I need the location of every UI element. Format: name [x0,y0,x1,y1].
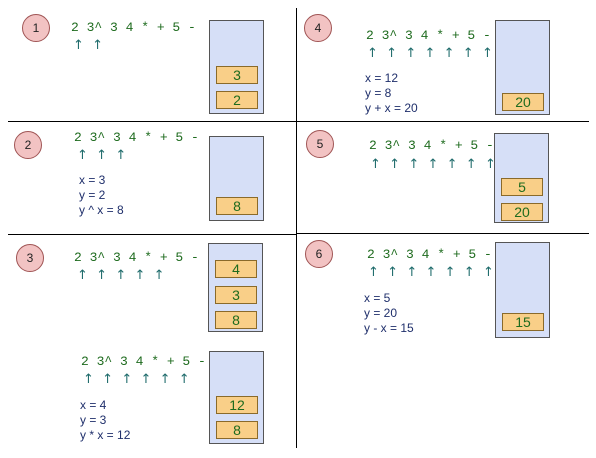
vertical-divider [296,8,297,448]
var-result: y + x = 20 [365,101,418,115]
expression-2: 2 3^ 3 4 * + 5 - [74,130,199,145]
variables-6: x = 5 y = 20 y - x = 15 [364,291,414,336]
stack-cell: 8 [215,311,257,329]
stack-cell: 3 [216,66,258,84]
expression-1: 2 3^ 3 4 * + 5 - [71,20,196,35]
var-result: y ^ x = 8 [79,203,124,217]
stack-2: 8 [209,136,264,221]
stack-cell: 15 [502,313,544,331]
stack-cell: 8 [216,197,258,215]
step-badge-2: 2 [14,131,42,159]
stack-cell: 20 [501,203,543,221]
variables-3b: x = 4 y = 3 y * x = 12 [80,398,130,443]
expression-6: 2 3^ 3 4 * + 5 - [367,247,492,262]
var-x: x = 4 [80,398,107,412]
arrows-3: ↑ ↑ ↑ ↑ ↑ [77,268,165,283]
stack-1: 3 2 [209,20,264,114]
divider-left-2 [8,234,296,235]
divider-right-2 [297,233,589,234]
var-x: x = 5 [364,291,391,305]
stack-5: 5 20 [494,133,549,223]
divider-left-1 [8,121,296,122]
var-result: y * x = 12 [80,428,131,442]
stack-cell: 8 [216,421,258,439]
stack-cell: 2 [216,91,258,109]
arrows-4: ↑ ↑ ↑ ↑ ↑ ↑ ↑ [367,46,493,61]
stack-cell: 3 [215,286,257,304]
var-y: y = 8 [365,86,392,100]
var-result: y - x = 15 [364,321,414,335]
stack-cell: 12 [216,396,258,414]
arrows-3b: ↑ ↑ ↑ ↑ ↑ ↑ [83,372,190,387]
arrows-2: ↑ ↑ ↑ [77,148,127,163]
stack-cell: 4 [215,260,257,278]
expression-3: 2 3^ 3 4 * + 5 - [74,250,199,265]
step-badge-3: 3 [16,244,44,272]
stack-3: 4 3 8 [208,243,263,332]
var-y: y = 20 [364,306,398,320]
step-badge-4: 4 [304,14,332,42]
stack-4: 20 [495,20,550,115]
variables-2: x = 3 y = 2 y ^ x = 8 [79,173,124,218]
stack-cell: 20 [502,93,544,111]
step-badge-5: 5 [306,130,334,158]
arrows-1: ↑ ↑ [73,38,104,53]
stack-3b: 12 8 [209,351,264,444]
expression-3b: 2 3^ 3 4 * + 5 - [81,354,206,369]
step-badge-1: 1 [22,14,50,42]
expression-4: 2 3^ 3 4 * + 5 - [366,28,491,43]
var-x: x = 12 [365,71,399,85]
step-badge-6: 6 [305,240,333,268]
stack-6: 15 [495,242,550,338]
var-y: y = 2 [79,188,106,202]
divider-right-1 [297,121,589,122]
var-y: y = 3 [80,413,107,427]
variables-4: x = 12 y = 8 y + x = 20 [365,71,418,116]
stack-cell: 5 [501,178,543,196]
expression-5: 2 3^ 3 4 * + 5 - [369,138,494,153]
var-x: x = 3 [79,173,106,187]
